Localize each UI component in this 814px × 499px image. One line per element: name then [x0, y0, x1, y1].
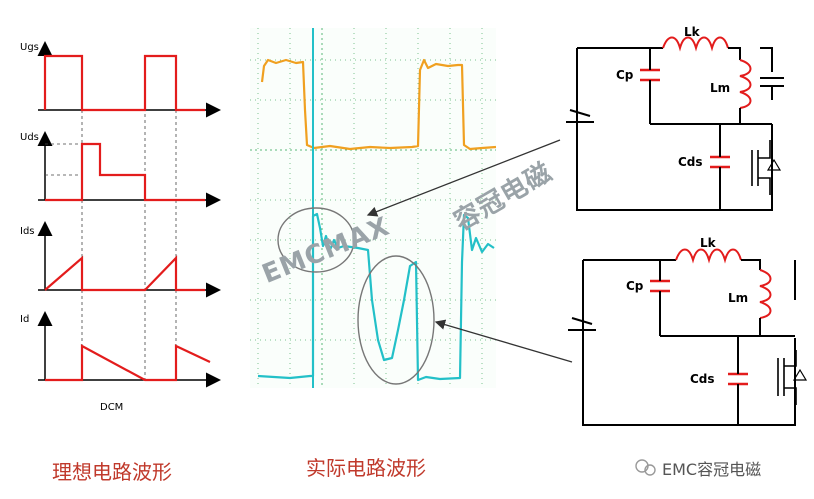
ids-waveform — [44, 255, 205, 292]
lk-inductor — [675, 248, 742, 264]
id-label: Id — [20, 314, 29, 325]
battery — [566, 109, 594, 123]
wire — [582, 260, 796, 426]
mosfet — [751, 140, 771, 195]
top-cds-label: Cds — [678, 155, 703, 169]
resonance-ellipse — [357, 255, 435, 385]
bottom-cp-label: Cp — [626, 279, 644, 293]
lk-inductor — [662, 36, 729, 52]
wire — [728, 47, 741, 60]
arrow-top-circuit — [366, 139, 561, 217]
wire — [741, 259, 761, 270]
uds-waveform — [45, 142, 205, 202]
uds-label: Uds — [20, 132, 39, 143]
battery — [568, 317, 596, 331]
id-waveform — [45, 344, 211, 382]
orange-trace — [260, 58, 497, 151]
body-diode — [766, 158, 782, 171]
wire — [660, 318, 761, 337]
top-circuit — [566, 36, 784, 211]
ugs-waveform — [43, 54, 205, 112]
wechat-icon — [635, 459, 656, 476]
cyan-trace — [257, 212, 495, 382]
wire — [650, 108, 741, 125]
bottom-lm-label: Lm — [728, 291, 748, 305]
ringing-ellipse — [277, 207, 355, 273]
dcm-label: DCM — [100, 402, 123, 413]
actual-caption: 实际电路波形 — [306, 456, 426, 480]
top-lk-label: Lk — [684, 25, 701, 39]
wire — [760, 47, 773, 72]
ids-label: Ids — [20, 226, 35, 237]
arrow-bottom-circuit — [434, 319, 573, 363]
wire — [576, 48, 773, 211]
bottom-circuit — [568, 248, 808, 426]
output-cap — [760, 77, 784, 87]
footer-text: EMC容冠电磁 — [662, 460, 762, 479]
top-lm-label: Lm — [710, 81, 730, 95]
mosfet — [777, 350, 797, 405]
lm-inductor — [759, 269, 772, 319]
ideal-waveforms-panel: Ugs Uds Ids Id DCM — [20, 41, 221, 413]
bottom-lk-label: Lk — [700, 236, 717, 250]
lm-inductor — [739, 59, 752, 109]
ideal-caption: 理想电路波形 — [52, 460, 172, 484]
body-diode — [792, 368, 808, 381]
ugs-label: Ugs — [20, 42, 39, 53]
bottom-cds-label: Cds — [690, 372, 715, 386]
top-cp-label: Cp — [616, 68, 634, 82]
